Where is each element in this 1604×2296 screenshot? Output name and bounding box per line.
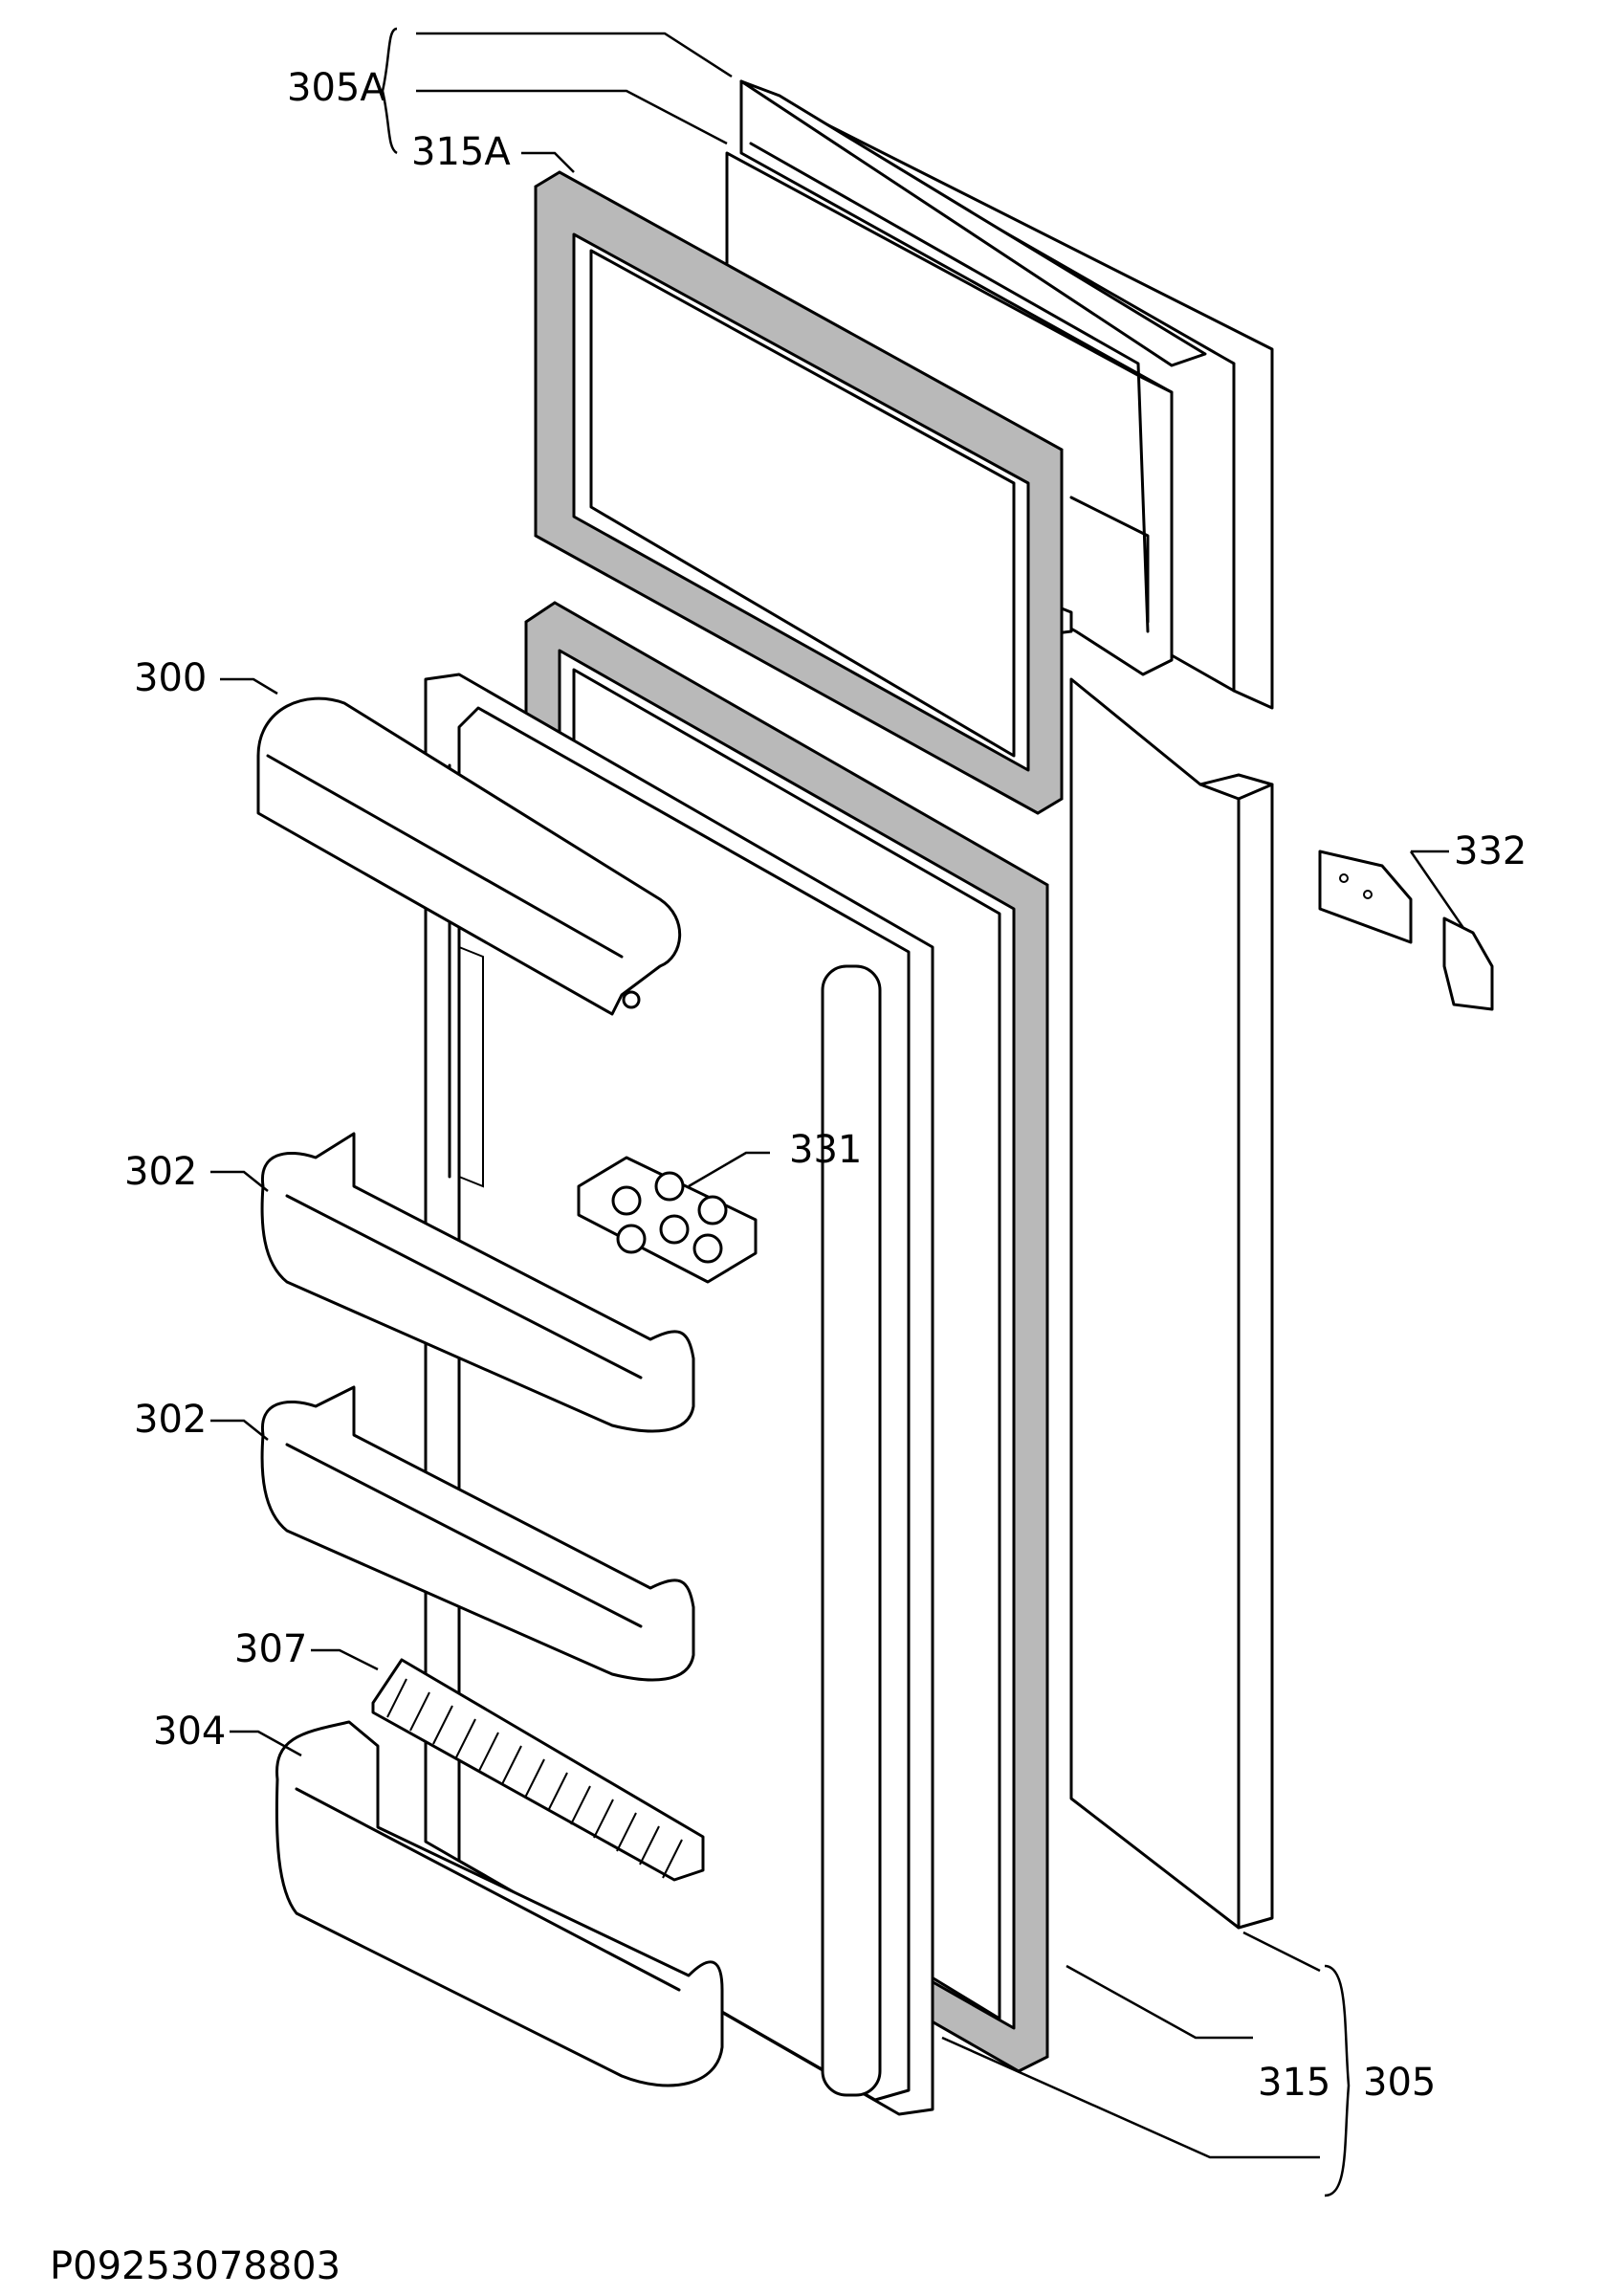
dairy-cover-part: [256, 696, 682, 1016]
door-balcony-upper: [260, 1132, 695, 1433]
retainer-rib: [501, 1745, 522, 1785]
leader-lines: [210, 27, 1465, 2197]
label-305a: 305A: [287, 66, 386, 110]
retainer-rib: [409, 1691, 430, 1732]
label-332: 332: [1454, 829, 1527, 873]
retainer-rib: [547, 1772, 568, 1812]
label-315a: 315A: [411, 130, 511, 174]
label-300: 300: [134, 656, 207, 700]
label-331: 331: [789, 1128, 862, 1172]
hinge-bracket-part: [1318, 850, 1494, 1011]
bottle-retainer-part: [371, 1658, 705, 1882]
egg-tray-part: [577, 1156, 758, 1284]
label-304: 304: [153, 1710, 226, 1754]
freezer-gasket-part: [534, 170, 1064, 815]
retainer-rib: [432, 1705, 453, 1745]
retainer-rib: [639, 1825, 660, 1866]
fridge-door-part: [1069, 677, 1274, 1930]
retainer-rib: [570, 1785, 591, 1825]
label-307: 307: [234, 1627, 307, 1671]
label-305: 305: [1363, 2061, 1436, 2105]
retainer-rib: [455, 1718, 476, 1758]
callout-labels: 305A 315A 300 332 331 302 302 307 304 31…: [124, 66, 1527, 2105]
door-balcony-lower: [260, 1385, 695, 1682]
retainer-rib: [616, 1812, 637, 1852]
label-315: 315: [1258, 2061, 1330, 2105]
retainer-rib: [662, 1839, 683, 1879]
bottom-door-shelf-part: [275, 1720, 724, 2087]
retainer-rib: [524, 1758, 545, 1799]
label-302-lower: 302: [134, 1398, 207, 1442]
retainer-rib: [386, 1678, 407, 1718]
retainer-rib: [478, 1732, 499, 1772]
label-302-upper: 302: [124, 1150, 197, 1194]
retainer-rib: [593, 1799, 614, 1839]
drawing-code: P09253078803: [50, 2244, 341, 2288]
